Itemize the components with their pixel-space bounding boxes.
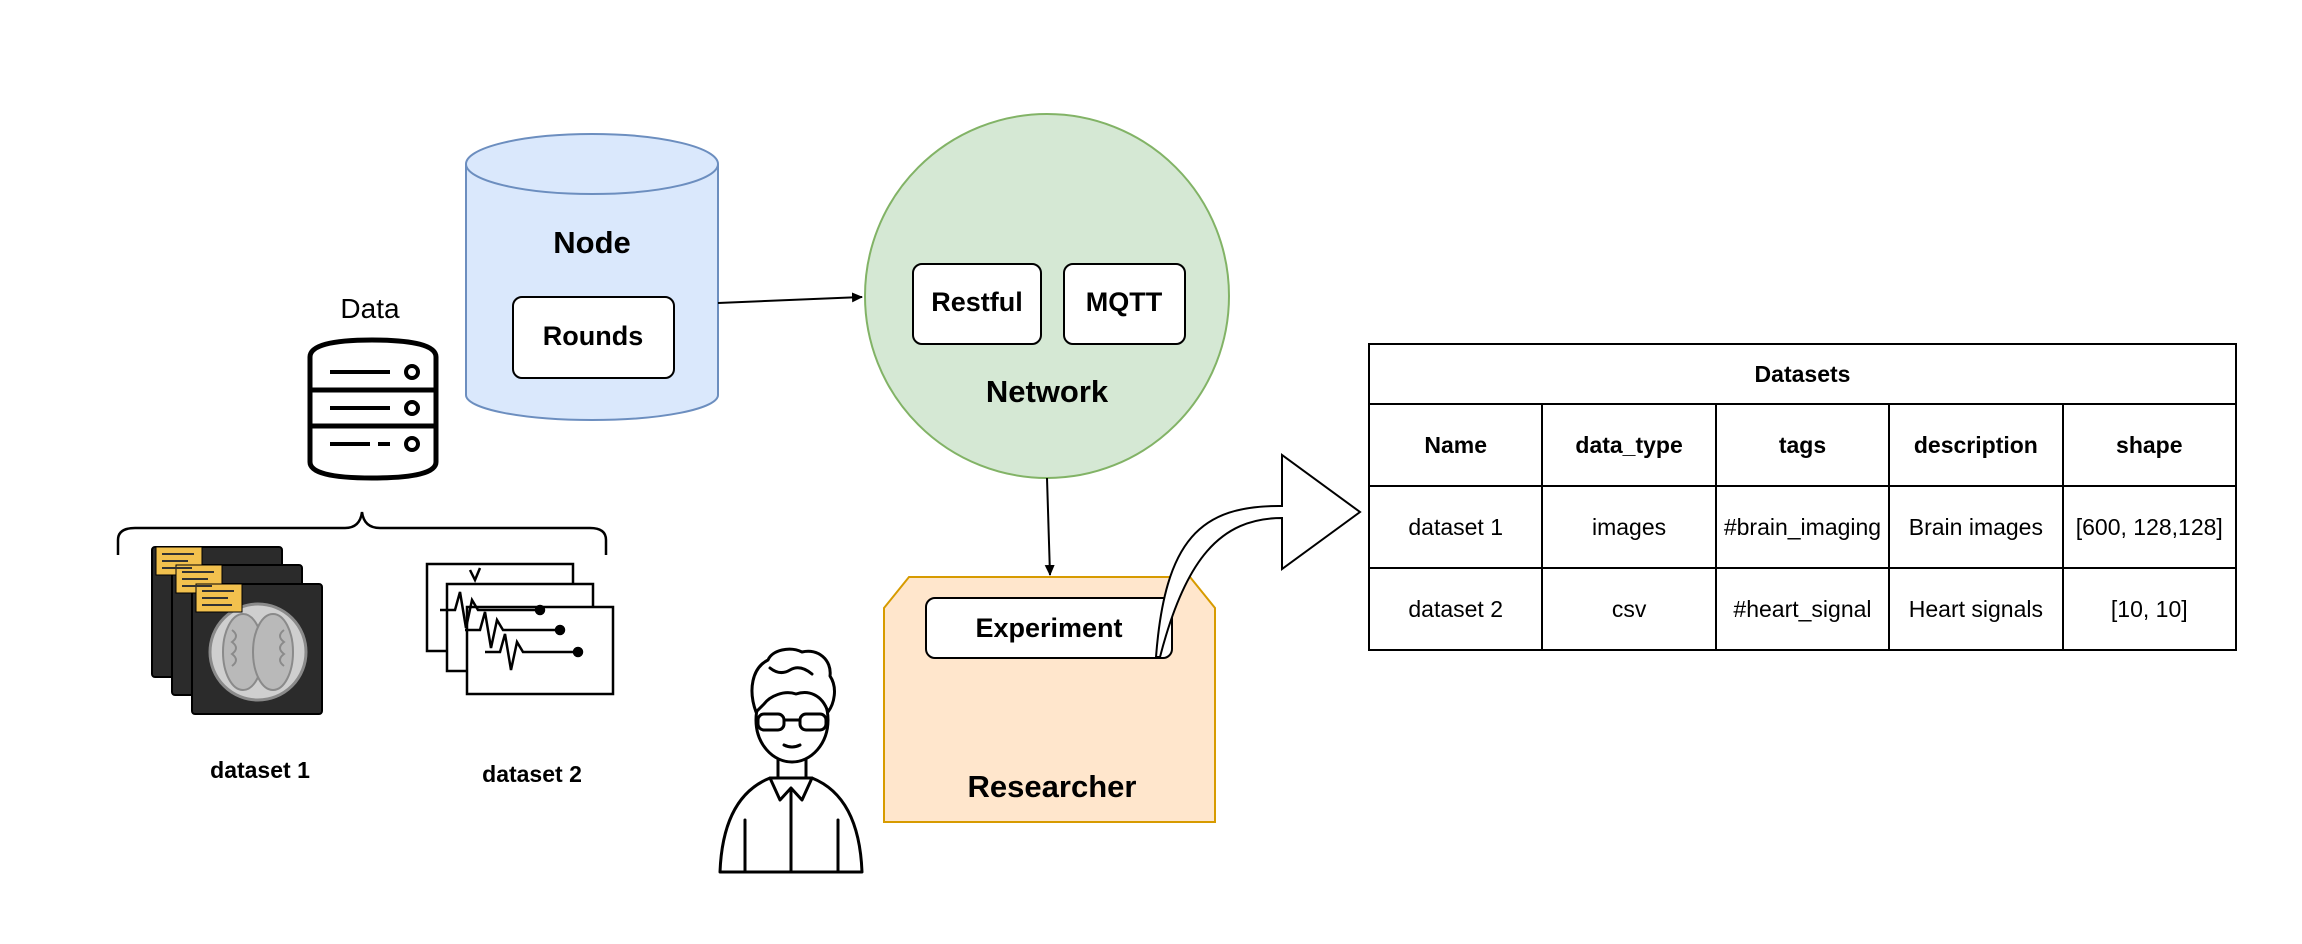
column-header-name: Name	[1367, 403, 1544, 487]
network-title: Network	[986, 374, 1109, 409]
network-to-researcher-arrow	[1044, 477, 1055, 576]
table-title: Datasets	[1368, 343, 2237, 405]
table-row: dataset 1 images #brain_imaging Brain im…	[1367, 485, 2238, 569]
table-row: dataset 2 csv #heart_signal Heart signal…	[1367, 567, 2238, 651]
ecg-signal-stack-icon	[425, 562, 615, 696]
table-cell: [10, 10]	[2061, 567, 2238, 651]
node-to-network-arrow	[717, 292, 863, 304]
rounds-label: Rounds	[543, 321, 644, 351]
table-cell: #brain_imaging	[1714, 485, 1891, 569]
rounds-box[interactable]	[512, 296, 675, 379]
restful-box[interactable]	[912, 263, 1042, 345]
mqtt-label: MQTT	[1086, 287, 1163, 317]
mri-scan-stack-icon	[151, 546, 323, 715]
experiment-box[interactable]	[925, 597, 1173, 659]
table-cell: csv	[1541, 567, 1717, 651]
table-cell: [600, 128,128]	[2061, 485, 2238, 569]
dataset-1-caption: dataset 1	[210, 757, 310, 783]
datasets-table: Datasets Name data_type tags description…	[1367, 343, 2238, 651]
column-header-tags: tags	[1714, 403, 1891, 487]
database-icon	[307, 337, 439, 481]
experiment-label: Experiment	[975, 613, 1122, 643]
researcher-person-icon	[718, 647, 864, 874]
column-header-data-type: data_type	[1541, 403, 1717, 487]
datasets-table-container: Datasets Name data_type tags description…	[1367, 343, 2238, 651]
table-cell: dataset 2	[1367, 567, 1544, 651]
restful-label: Restful	[931, 287, 1023, 317]
node-title: Node	[553, 225, 631, 260]
mqtt-box[interactable]	[1063, 263, 1186, 345]
dataset-2-caption: dataset 2	[482, 761, 582, 787]
experiment-to-table-curved-arrow	[1154, 453, 1362, 658]
table-cell: Heart signals	[1888, 567, 2064, 651]
researcher-title: Researcher	[968, 769, 1137, 804]
column-header-shape: shape	[2061, 403, 2238, 487]
table-cell: #heart_signal	[1714, 567, 1891, 651]
table-cell: images	[1541, 485, 1717, 569]
dataset-brace	[116, 511, 608, 555]
column-header-description: description	[1888, 403, 2064, 487]
table-cell: dataset 1	[1367, 485, 1544, 569]
table-cell: Brain images	[1888, 485, 2064, 569]
data-label: Data	[340, 293, 400, 324]
